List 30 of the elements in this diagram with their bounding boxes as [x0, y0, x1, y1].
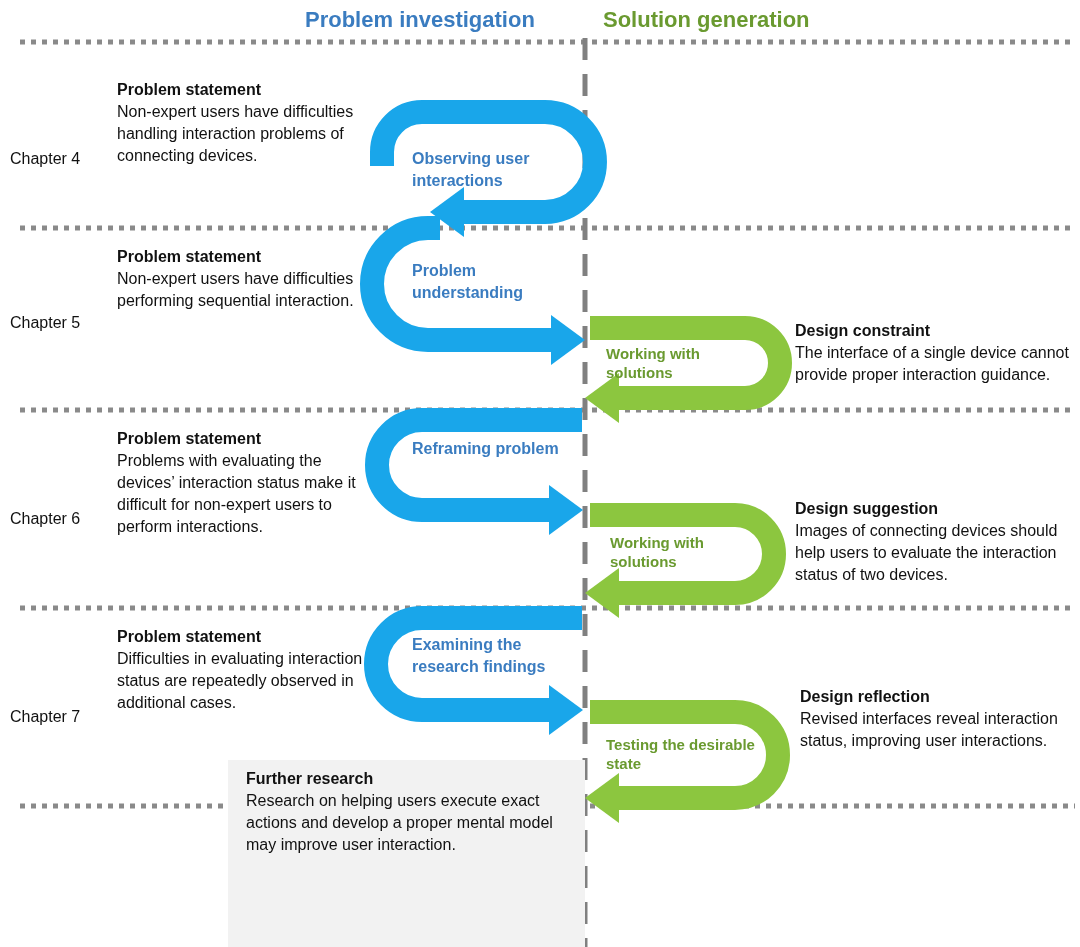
heading-text: Design constraint	[795, 321, 932, 341]
arrow-label: Examining the research findings	[412, 635, 547, 677]
body-text: Non-expert users have difficulties performing sequential interaction.	[117, 269, 355, 311]
body-text: Research on helping users execute exact actions and develop a proper mental model may improve user interaction.	[246, 791, 554, 855]
heading-text: Further research	[246, 769, 375, 789]
column-heading: Solution generation	[603, 6, 811, 34]
chapter-label: Chapter 4	[10, 149, 82, 169]
heading-text: Problem statement	[117, 80, 263, 100]
body-text: The interface of a single device cannot provide proper interaction guidance.	[795, 343, 1070, 385]
body-text: Revised interfaces reveal interaction status, improving user interactions.	[800, 709, 1059, 751]
body-text: Difficulties in evaluating interaction status are repeatedly observed in additional cases.	[117, 649, 364, 713]
chapter-label: Chapter 5	[10, 313, 82, 333]
arrow-label: Testing the desirable state	[606, 735, 756, 773]
body-text: Non-expert users have difficulties handling interaction problems of connecting devices.	[117, 102, 355, 166]
arrow-label: Problem understanding	[412, 261, 525, 303]
arrow-label: Observing user interactions	[412, 149, 531, 191]
body-text: Images of connecting devices should help users to evaluate the interaction status of two devices.	[795, 521, 1059, 585]
heading-text: Problem statement	[117, 627, 263, 647]
heading-text: Design suggestion	[795, 499, 940, 519]
arrow-label: Working with solutions	[606, 344, 701, 382]
note-panel	[228, 760, 585, 947]
arrow-label: Working with solutions	[610, 533, 705, 571]
chapter-label: Chapter 6	[10, 509, 82, 529]
arrow-label: Reframing problem	[412, 439, 560, 459]
column-heading: Problem investigation	[305, 6, 536, 34]
body-text: Problems with evaluating the devices’ interaction status make it difficult for non-expert users to perform interactions.	[117, 451, 357, 537]
heading-text: Problem statement	[117, 247, 263, 267]
heading-text: Problem statement	[117, 429, 263, 449]
heading-text: Design reflection	[800, 687, 931, 707]
chapter-label: Chapter 7	[10, 707, 82, 727]
